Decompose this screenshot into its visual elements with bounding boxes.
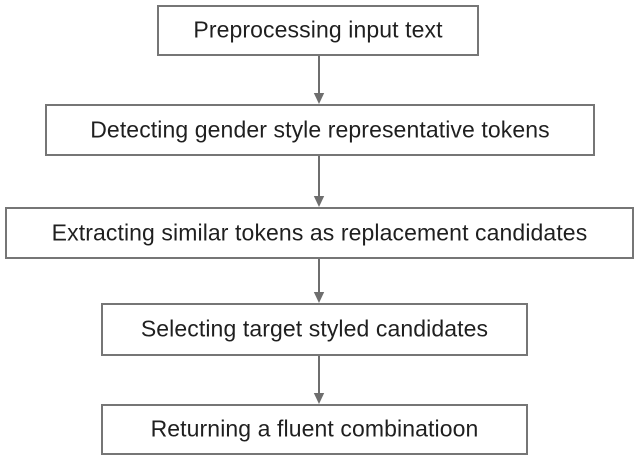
flowchart-node-preprocessing[interactable]: Preprocessing input text — [157, 5, 479, 56]
flowchart-node-returning-combination[interactable]: Returning a fluent combinatioon — [101, 404, 528, 455]
flowchart-node-label: Detecting gender style representative to… — [90, 116, 550, 142]
flowchart-node-label: Selecting target styled candidates — [140, 315, 489, 342]
arrow-down-icon — [313, 56, 325, 104]
flowchart-node-label: Extracting similar tokens as replacement… — [51, 219, 588, 245]
connector-node4-node5 — [313, 356, 325, 404]
flowchart-node-detecting-tokens[interactable]: Detecting gender style representative to… — [45, 104, 595, 156]
arrow-down-icon — [313, 156, 325, 207]
flowchart-node-label: Returning a fluent combinatioon — [150, 415, 479, 442]
flowchart-node-extracting-candidates[interactable]: Extracting similar tokens as replacement… — [5, 207, 634, 259]
flowchart-node-selecting-candidates[interactable]: Selecting target styled candidates — [101, 303, 528, 356]
arrow-down-icon — [313, 259, 325, 303]
connector-node3-node4 — [313, 259, 325, 303]
flowchart-node-label: Preprocessing input text — [193, 16, 443, 43]
connector-node1-node2 — [313, 56, 325, 104]
connector-node2-node3 — [313, 156, 325, 207]
arrow-down-icon — [313, 356, 325, 404]
